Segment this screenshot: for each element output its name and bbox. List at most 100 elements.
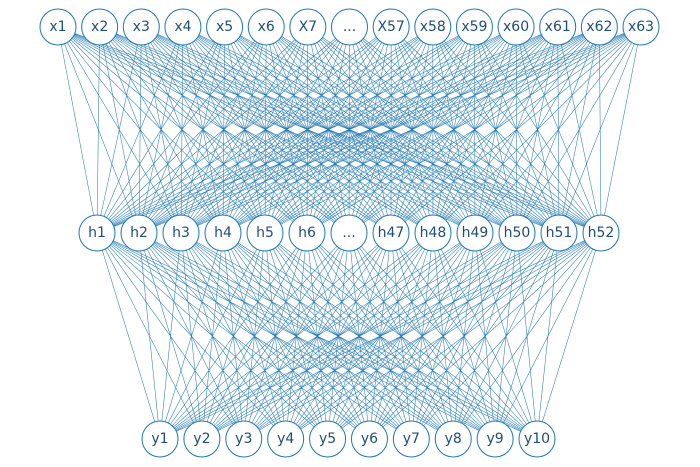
input-node: X7 [289,8,327,46]
edge-hidden-7-to-output-0 [159,232,392,440]
input-node: x63 [622,8,660,46]
output-node-circle [350,420,388,458]
input-node-circle [122,8,160,46]
input-node-label: x2 [91,19,108,35]
input-node: ... [331,8,368,46]
output-node-circle [434,420,472,458]
edge-hidden-10-to-output-0 [159,232,518,440]
hidden-node-circle [78,214,116,252]
edge-input-14-to-hidden-1 [138,26,642,234]
edge-hidden-9-to-output-0 [159,232,476,440]
input-node-circle [455,8,493,46]
output-node: y8 [434,420,472,458]
hidden-node: h3 [162,214,200,252]
input-node-label: x58 [420,19,446,35]
hidden-node: h4 [204,214,242,252]
input-node-label: x59 [461,19,487,35]
input-node-circle [539,8,577,46]
input-node: x61 [539,8,577,46]
output-node-circle [392,420,430,458]
edge-hidden-12-to-output-0 [159,232,602,440]
edge-hidden-12-to-output-4 [327,232,602,440]
edge-input-4-to-hidden-0 [96,26,225,234]
input-node-circle [497,8,535,46]
output-node-label: y6 [361,431,378,447]
hidden-node-label: h47 [378,225,405,241]
hidden-node-circle [162,214,200,252]
connection-lines [57,26,642,440]
output-node-circle [225,420,263,458]
edge-input-14-to-hidden-6 [348,26,642,234]
hidden-node: h50 [498,214,536,252]
edge-input-14-to-hidden-3 [222,26,642,234]
hidden-node: h47 [372,214,410,252]
output-node-label: y5 [319,431,336,447]
input-node-label: x62 [586,19,612,35]
input-node-circle [289,8,327,46]
input-node-circle [331,8,368,46]
hidden-node-label: h4 [214,225,232,241]
edge-input-14-to-hidden-4 [264,26,642,234]
input-node: x2 [81,8,119,46]
edge-input-6-to-hidden-0 [96,26,309,234]
edge-hidden-12-to-output-6 [411,232,602,440]
edge-input-10-to-hidden-0 [96,26,475,234]
input-node-circle [247,8,285,46]
output-node-circle [141,420,179,458]
input-node-label: x61 [545,19,571,35]
hidden-node-circle [330,214,368,252]
output-node: y9 [476,420,514,458]
hidden-node: h51 [540,214,578,252]
hidden-node-circle [246,214,284,252]
hidden-node-label: h6 [298,225,316,241]
edge-hidden-6-to-output-0 [159,232,350,440]
edge-input-14-to-hidden-10 [516,26,642,234]
hidden-node: h2 [120,214,158,252]
input-node: x62 [580,8,618,46]
input-node-circle [372,8,410,46]
input-node-circle [81,8,119,46]
output-node-label: y7 [403,431,420,447]
input-node-label: x4 [174,19,191,35]
edge-input-8-to-hidden-0 [96,26,392,234]
output-node-label: y3 [235,431,252,447]
input-node: x60 [497,8,535,46]
input-node-label: x5 [216,19,233,35]
hidden-node: h5 [246,214,284,252]
hidden-node-label: h3 [172,225,190,241]
input-node-circle [580,8,618,46]
edge-hidden-8-to-output-0 [159,232,434,440]
input-node-label: x3 [133,19,150,35]
hidden-node-circle [582,214,620,252]
hidden-node: h52 [582,214,620,252]
hidden-node-label: h51 [546,225,573,241]
edge-hidden-5-to-output-0 [159,232,308,440]
hidden-node-label: h50 [504,225,531,241]
edge-input-12-to-hidden-0 [96,26,558,234]
input-node-circle [622,8,660,46]
edge-input-2-to-hidden-0 [96,26,142,234]
edge-hidden-1-to-output-0 [138,232,161,440]
output-node-label: y4 [277,431,294,447]
input-node: x5 [206,8,244,46]
output-node: y2 [183,420,221,458]
edge-input-0-to-hidden-0 [57,26,98,234]
hidden-node-label: h1 [88,225,106,241]
edge-input-13-to-hidden-0 [96,26,600,234]
output-node-label: y2 [193,431,210,447]
output-node-circle [267,420,305,458]
edge-input-9-to-hidden-0 [96,26,433,234]
edge-hidden-12-to-output-8 [494,232,602,440]
edge-input-7-to-hidden-0 [96,26,350,234]
output-node: y4 [267,420,305,458]
output-node-circle [518,420,556,458]
input-node-label: x63 [628,19,654,35]
input-node-label: x1 [49,19,66,35]
output-node: y5 [309,420,347,458]
hidden-node-label: h2 [130,225,148,241]
input-node-circle [39,8,77,46]
hidden-node: h1 [78,214,116,252]
edge-hidden-11-to-output-0 [159,232,560,440]
output-node-label: y9 [487,431,504,447]
